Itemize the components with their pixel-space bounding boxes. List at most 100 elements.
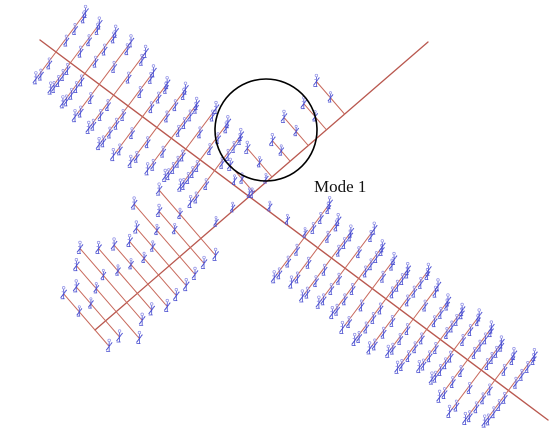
support-marker-icon xyxy=(501,391,508,404)
branch-pipe xyxy=(439,309,463,340)
support-marker-icon xyxy=(481,414,489,428)
support-marker-icon xyxy=(136,330,143,344)
support-marker-icon xyxy=(411,285,418,298)
support-marker-icon xyxy=(172,99,179,112)
support-marker-icon xyxy=(128,258,134,270)
support-marker-icon xyxy=(378,243,385,256)
support-marker-icon xyxy=(453,313,460,326)
support-marker-icon xyxy=(479,392,487,405)
branch-pipe xyxy=(94,329,110,347)
branch-pipe xyxy=(136,292,153,311)
support-marker-icon xyxy=(231,174,238,185)
support-marker-icon xyxy=(370,221,378,235)
support-marker-icon xyxy=(339,320,346,334)
support-marker-icon xyxy=(394,279,401,292)
support-marker-icon xyxy=(224,148,232,161)
support-marker-icon xyxy=(90,118,97,131)
support-marker-icon xyxy=(458,302,466,316)
support-marker-icon xyxy=(71,109,79,123)
support-marker-icon xyxy=(144,136,151,149)
support-marker-icon xyxy=(82,4,89,18)
branch-pipe xyxy=(115,311,140,340)
support-marker-icon xyxy=(203,178,210,191)
support-marker-icon xyxy=(531,348,538,362)
support-marker-icon xyxy=(288,275,295,289)
support-marker-icon xyxy=(110,237,118,251)
support-marker-icon xyxy=(213,216,219,227)
branch-pipe xyxy=(303,203,331,239)
branch-pipe xyxy=(480,342,502,371)
support-marker-icon xyxy=(397,332,404,345)
support-marker-icon xyxy=(482,332,489,345)
support-marker-icon xyxy=(212,247,220,261)
support-marker-icon xyxy=(144,162,152,176)
support-marker-icon xyxy=(100,135,107,148)
support-marker-icon xyxy=(126,233,133,247)
support-marker-icon xyxy=(187,109,194,122)
support-marker-icon xyxy=(149,240,156,252)
support-marker-icon xyxy=(426,350,433,363)
support-marker-icon xyxy=(358,299,365,312)
pipe-lines xyxy=(35,12,549,423)
support-marker-icon xyxy=(389,342,396,355)
support-marker-icon xyxy=(437,306,444,319)
branch-pipe xyxy=(358,246,383,279)
support-marker-icon xyxy=(76,240,84,254)
support-marker-icon xyxy=(328,305,336,320)
support-marker-icon xyxy=(496,399,503,411)
support-marker-icon xyxy=(95,16,103,30)
support-marker-icon xyxy=(73,258,80,272)
support-marker-icon xyxy=(280,109,288,123)
support-marker-icon xyxy=(512,376,520,389)
support-marker-icon xyxy=(163,298,171,312)
branch-pipe xyxy=(170,103,198,139)
support-marker-icon xyxy=(142,44,149,58)
support-marker-icon xyxy=(351,332,359,346)
support-marker-icon xyxy=(246,187,253,198)
support-marker-icon xyxy=(453,399,460,412)
support-marker-icon xyxy=(363,321,370,334)
support-marker-icon xyxy=(165,168,172,181)
support-marker-icon xyxy=(347,224,355,238)
support-marker-icon xyxy=(404,323,411,335)
support-marker-icon xyxy=(128,127,136,140)
support-marker-icon xyxy=(161,168,169,182)
support-marker-icon xyxy=(425,262,432,276)
support-marker-icon xyxy=(110,60,118,73)
support-marker-icon xyxy=(312,275,320,288)
support-marker-icon xyxy=(106,126,114,139)
branch-pipe xyxy=(214,135,242,172)
support-marker-icon xyxy=(127,34,135,48)
support-marker-icon xyxy=(73,81,80,93)
support-marker-icon xyxy=(294,271,301,284)
support-marker-icon xyxy=(390,251,398,265)
branch-pipe xyxy=(199,122,229,161)
support-marker-icon xyxy=(68,87,75,100)
support-marker-icon xyxy=(87,297,94,309)
support-marker-icon xyxy=(293,243,301,256)
support-marker-icon xyxy=(200,255,208,269)
support-marker-icon xyxy=(488,352,496,364)
support-marker-icon xyxy=(422,299,429,312)
support-marker-icon xyxy=(163,76,171,90)
support-marker-icon xyxy=(367,258,375,271)
support-marker-icon xyxy=(327,91,334,103)
branch-pipe xyxy=(74,83,100,118)
support-marker-icon xyxy=(471,346,478,359)
branch-pipe xyxy=(156,88,186,128)
branch-pipe xyxy=(426,300,449,330)
support-marker-icon xyxy=(417,276,424,289)
support-marker-icon xyxy=(130,196,138,210)
support-marker-icon xyxy=(418,332,425,345)
support-marker-icon xyxy=(148,101,155,114)
support-marker-icon xyxy=(405,350,412,363)
support-marker-icon xyxy=(446,404,453,418)
support-marker-icon xyxy=(95,240,102,254)
support-marker-icon xyxy=(72,279,80,293)
support-marker-icon xyxy=(47,81,55,95)
support-marker-icon xyxy=(155,203,163,217)
branch-pipe xyxy=(453,315,480,351)
support-marker-icon xyxy=(434,278,442,292)
support-marker-icon xyxy=(431,315,438,328)
support-marker-icon xyxy=(362,265,369,278)
